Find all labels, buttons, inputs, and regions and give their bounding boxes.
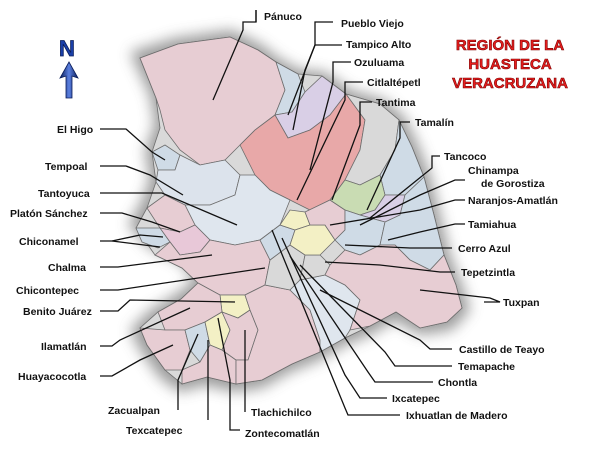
title-line-2: HUASTECA bbox=[468, 56, 552, 73]
leader-lines bbox=[100, 10, 501, 431]
label-tempoal: Tempoal bbox=[45, 161, 87, 173]
label-tuxpan: Tuxpan bbox=[503, 297, 540, 309]
region-tuxpan bbox=[324, 244, 463, 331]
label-chontla: Chontla bbox=[438, 377, 477, 389]
label-texcatepec: Texcatepec bbox=[126, 425, 183, 437]
label-naranjos-amatlan: Naranjos-Amatlán bbox=[468, 195, 558, 207]
label-ixhuatlan-de-madero: Ixhuatlan de Madero bbox=[406, 410, 508, 422]
label-tancoco: Tancoco bbox=[444, 151, 486, 163]
label-platon-sanchez: Platón Sánchez bbox=[10, 208, 88, 220]
label-tampico-alto: Tampico Alto bbox=[346, 39, 411, 51]
label-chinampa-line-1: Chinampa bbox=[468, 165, 519, 177]
label-castillo-de-teayo: Castillo de Teayo bbox=[459, 344, 545, 356]
label-zacualpan: Zacualpan bbox=[108, 405, 160, 417]
label-pueblo-viejo: Pueblo Viejo bbox=[341, 18, 404, 30]
title-line-1: REGIÓN DE LA bbox=[456, 36, 565, 54]
label-chinampa-line-2: de Gorostiza bbox=[481, 178, 545, 190]
label-tamalin: Tamalín bbox=[415, 117, 454, 129]
label-tlachichilco: Tlachichilco bbox=[251, 407, 312, 419]
label-tantoyuca: Tantoyuca bbox=[38, 188, 90, 200]
municipality-labels: Pánuco Pueblo Viejo Tampico Alto Ozuluam… bbox=[10, 11, 558, 440]
label-chalma: Chalma bbox=[48, 262, 86, 274]
label-chicontepec: Chicontepec bbox=[16, 285, 79, 297]
north-arrow-icon: N bbox=[59, 36, 79, 99]
label-temapache: Temapache bbox=[458, 361, 515, 373]
label-panuco: Pánuco bbox=[264, 11, 302, 23]
title-line-3: VERACRUZANA bbox=[452, 75, 568, 92]
label-tantima: Tantima bbox=[376, 97, 416, 109]
label-zontecomatlan: Zontecomatlán bbox=[245, 428, 320, 440]
label-tepetzintla: Tepetzintla bbox=[461, 267, 515, 279]
region-chicontepec bbox=[154, 239, 271, 296]
label-ozuluama: Ozuluama bbox=[354, 57, 404, 69]
label-el-higo: El Higo bbox=[57, 124, 93, 136]
label-cerro-azul: Cerro Azul bbox=[458, 243, 511, 255]
label-ixcatepec: Ixcatepec bbox=[392, 393, 440, 405]
label-tamiahua: Tamiahua bbox=[468, 219, 516, 231]
map-title: REGIÓN DE LA HUASTECA VERACRUZANA bbox=[452, 36, 569, 93]
label-ilamatlan: Ilamatlán bbox=[41, 341, 87, 353]
label-citlaltepetl: Citlaltépetl bbox=[367, 77, 421, 89]
label-benito-juarez: Benito Juárez bbox=[23, 306, 92, 318]
svg-text:N: N bbox=[59, 36, 75, 61]
label-chiconamel: Chiconamel bbox=[19, 236, 79, 248]
region-chiconamel bbox=[135, 227, 171, 249]
label-huayacocotla: Huayacocotla bbox=[18, 371, 86, 383]
